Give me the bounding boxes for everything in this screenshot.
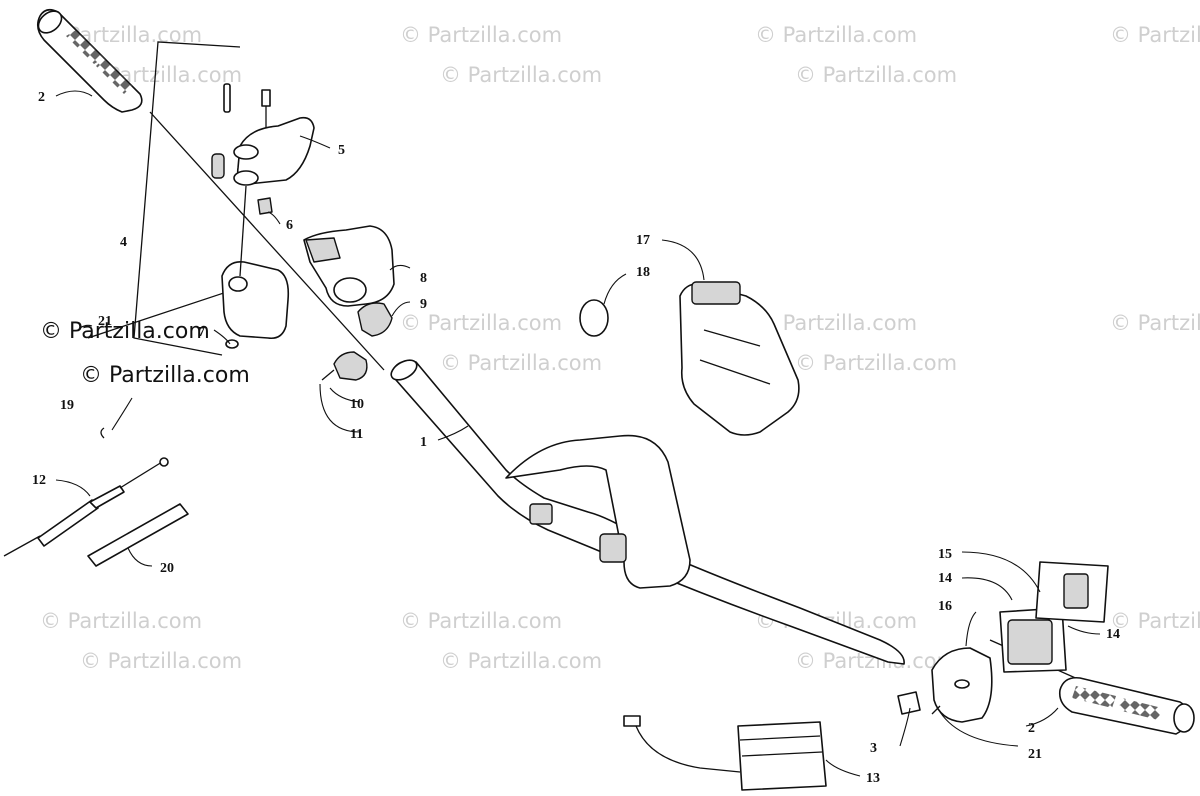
watermark: © Partzilla.com bbox=[1110, 23, 1200, 47]
watermark: © Partzilla.com bbox=[795, 63, 957, 87]
callout-3: 3 bbox=[870, 741, 877, 756]
watermark: © Partzilla.com bbox=[400, 609, 562, 633]
watermark: © Partzilla.com bbox=[755, 311, 917, 335]
bar-end-plug bbox=[897, 691, 921, 715]
handlebar bbox=[390, 359, 905, 665]
callout-17: 17 bbox=[636, 233, 650, 248]
watermark-primary: © Partzilla.com bbox=[80, 363, 250, 388]
callout-16: 16 bbox=[938, 599, 952, 614]
right-grip bbox=[1058, 676, 1195, 735]
hand-guard-plate bbox=[931, 647, 993, 723]
throttle-cable bbox=[3, 457, 169, 557]
callout-15: 15 bbox=[938, 547, 952, 562]
callout-20: 20 bbox=[160, 561, 174, 576]
retaining-ring bbox=[579, 299, 609, 337]
callout-12: 12 bbox=[32, 473, 46, 488]
callout-11: 11 bbox=[350, 427, 363, 442]
watermark: © Partzilla.com bbox=[795, 351, 957, 375]
callout-14: 14 bbox=[938, 571, 952, 586]
screw bbox=[931, 705, 941, 715]
clip-part bbox=[357, 302, 393, 337]
callout-13: 13 bbox=[866, 771, 880, 786]
cable-clip bbox=[100, 427, 105, 439]
watermark: © Partzilla.com bbox=[440, 649, 602, 673]
callout-2: 2 bbox=[1028, 721, 1035, 736]
callout-1: 1 bbox=[420, 435, 427, 450]
watermark: © Partzilla.com bbox=[1110, 311, 1200, 335]
callout-19: 19 bbox=[60, 398, 74, 413]
callout-18: 18 bbox=[636, 265, 650, 280]
watermark-primary: © Partzilla.com bbox=[40, 319, 210, 344]
right-housing-block bbox=[679, 281, 800, 436]
watermark: © Partzilla.com bbox=[1110, 609, 1200, 633]
leader-lines bbox=[55, 90, 1101, 777]
callout-10: 10 bbox=[350, 397, 364, 412]
callout-21: 21 bbox=[1028, 747, 1042, 762]
callout-2: 2 bbox=[38, 90, 45, 105]
switch-housing bbox=[303, 225, 395, 307]
cable-sleeve bbox=[87, 503, 189, 567]
callout-14: 14 bbox=[1106, 627, 1120, 642]
callout-5: 5 bbox=[338, 143, 345, 158]
throttle-lever bbox=[211, 83, 315, 215]
callout-7: 7 bbox=[198, 325, 205, 340]
right-switch-assembly bbox=[989, 561, 1109, 681]
watermark: © Partzilla.com bbox=[755, 23, 917, 47]
watermark: © Partzilla.com bbox=[400, 23, 562, 47]
watermark: © Partzilla.com bbox=[440, 63, 602, 87]
throttle-housing bbox=[221, 185, 290, 349]
callout-4: 4 bbox=[120, 235, 127, 250]
callout-9: 9 bbox=[420, 297, 427, 312]
watermark: © Partzilla.com bbox=[80, 649, 242, 673]
callout-21: 21 bbox=[98, 314, 112, 329]
callout-6: 6 bbox=[286, 218, 293, 233]
callout-8: 8 bbox=[420, 271, 427, 286]
watermark: © Partzilla.com bbox=[40, 609, 202, 633]
grip-axis-line bbox=[149, 111, 385, 371]
watermark: © Partzilla.com bbox=[400, 311, 562, 335]
kill-switch bbox=[321, 351, 368, 381]
watermark: © Partzilla.com bbox=[440, 351, 602, 375]
left-grip bbox=[36, 8, 143, 113]
watermark-group: © Partzilla.com © Partzilla.com © Partzi… bbox=[40, 23, 1200, 673]
wiring-harness bbox=[623, 715, 827, 791]
